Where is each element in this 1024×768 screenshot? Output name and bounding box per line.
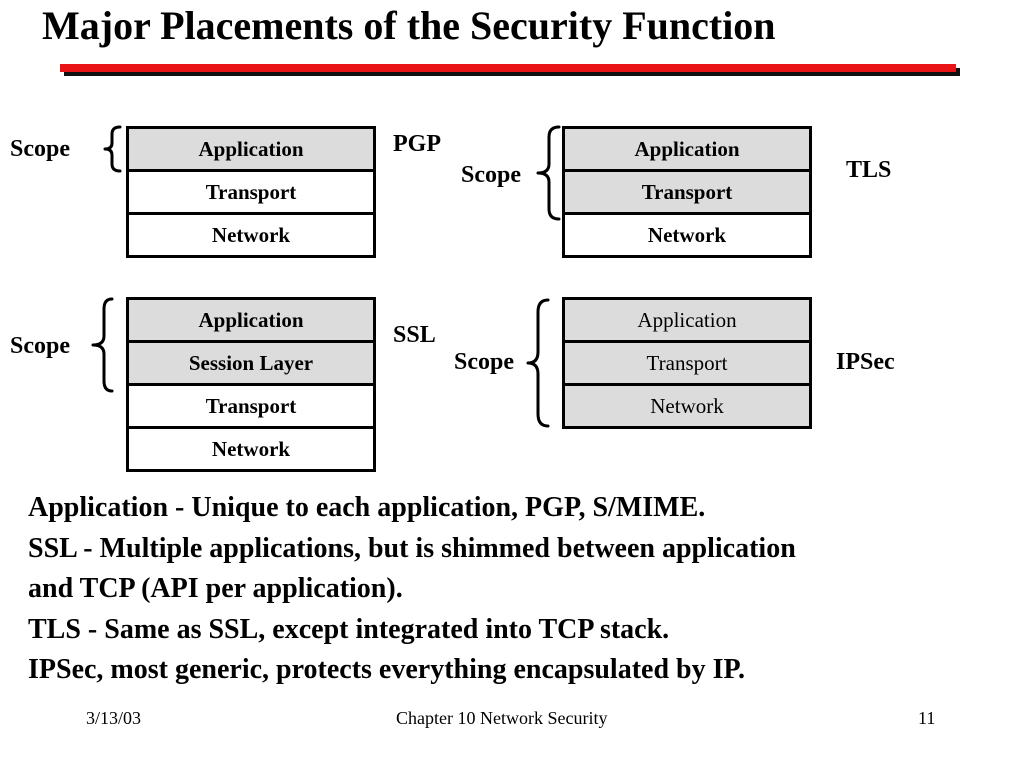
slide-title: Major Placements of the Security Functio… xyxy=(42,3,776,48)
tls-stack: Application Transport Network xyxy=(562,126,812,258)
ipsec-layer-transport: Transport xyxy=(565,343,809,383)
pgp-layer-network: Network xyxy=(129,215,373,255)
tls-label: TLS xyxy=(846,157,892,183)
tls-layer-application: Application xyxy=(565,129,809,169)
tls-layer-transport: Transport xyxy=(565,172,809,212)
pgp-stack: Application Transport Network xyxy=(126,126,376,258)
pgp-layer-transport: Transport xyxy=(129,172,373,212)
title-rule xyxy=(60,64,956,72)
footer-chapter: Chapter 10 Network Security xyxy=(396,708,608,728)
ipsec-scope-label: Scope xyxy=(454,349,514,375)
ssl-layer-network: Network xyxy=(129,429,373,469)
tls-scope-brace xyxy=(536,125,561,221)
footer-page-number: 11 xyxy=(918,708,936,728)
ipsec-scope-brace xyxy=(526,298,550,428)
ipsec-stack: Application Transport Network xyxy=(562,297,812,429)
tls-layer-network: Network xyxy=(565,215,809,255)
ipsec-layer-network: Network xyxy=(565,386,809,426)
pgp-label: PGP xyxy=(393,131,441,157)
footer-date: 3/13/03 xyxy=(86,708,142,728)
pgp-layer-application: Application xyxy=(129,129,373,169)
note-ipsec: IPSec, most generic, protects everything… xyxy=(28,654,746,685)
pgp-scope-label: Scope xyxy=(10,136,70,162)
ssl-layer-session: Session Layer xyxy=(129,343,373,383)
ssl-stack: Application Session Layer Transport Netw… xyxy=(126,297,376,472)
ssl-scope-label: Scope xyxy=(10,333,70,359)
note-ssl: SSL - Multiple applications, but is shim… xyxy=(28,532,796,564)
note-tls: TLS - Same as SSL, except integrated int… xyxy=(28,613,670,645)
note-application: Application - Unique to each application… xyxy=(28,492,706,523)
pgp-scope-brace xyxy=(103,125,122,173)
ssl-layer-transport: Transport xyxy=(129,386,373,426)
tls-scope-label: Scope xyxy=(461,162,521,188)
title-rule-shadow xyxy=(64,68,960,76)
ipsec-label: IPSec xyxy=(836,349,895,375)
ssl-layer-application: Application xyxy=(129,300,373,340)
note-ssl-continued: and TCP (API per application). xyxy=(28,573,403,604)
ssl-scope-brace xyxy=(91,297,114,393)
notes: Application - Unique to each application… xyxy=(28,488,796,691)
ipsec-layer-application: Application xyxy=(565,300,809,340)
ssl-label: SSL xyxy=(393,322,436,348)
